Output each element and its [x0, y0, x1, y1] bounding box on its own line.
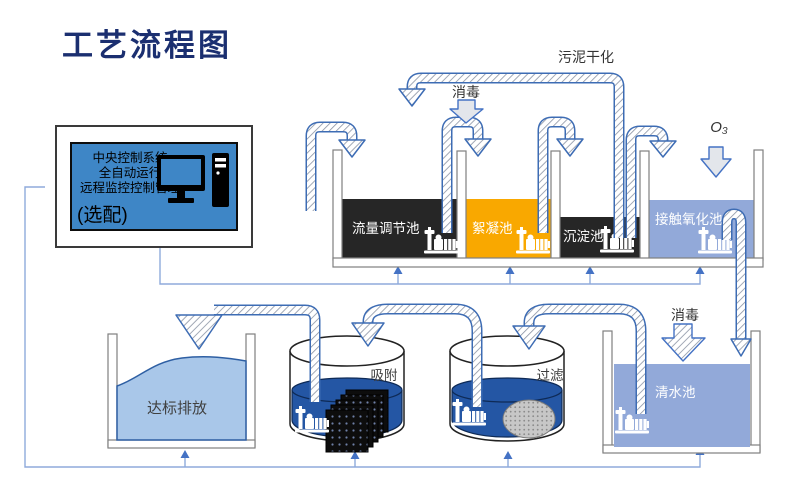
- sludge-drying-label: 污泥干化: [558, 49, 614, 65]
- signal-arrow-adsorption: [350, 451, 360, 459]
- control-line-1: 中央控制系统: [92, 151, 168, 165]
- pipe-filtration-to-adsorption: [351, 303, 483, 407]
- adsorption-label: 吸附: [371, 368, 398, 383]
- pipes: [175, 72, 752, 414]
- assembly-wall-left: [332, 149, 343, 261]
- flow-regulation-label: 流量调节池: [352, 221, 420, 236]
- cleanwater-wall-left: [602, 330, 613, 453]
- page-title: 工艺流程图: [62, 28, 232, 63]
- carbon-blocks: [325, 389, 389, 453]
- filter-media: [502, 399, 556, 439]
- assembly-bottom: [332, 257, 764, 268]
- pipe-tank2-to-tank3: [537, 116, 584, 233]
- adsorption-rim: [289, 335, 405, 367]
- signal-line-upper: [159, 248, 701, 285]
- cleanwater-water: [614, 364, 750, 447]
- filtration-tank: 过滤: [449, 335, 565, 442]
- control-signal-lines: [24, 186, 705, 468]
- discharge-water: [116, 356, 247, 441]
- pipe-sludge-drying: [398, 72, 625, 238]
- pipe-cleanwater-to-filtration: [512, 303, 647, 414]
- disinfect-top-label: 消毒: [452, 84, 480, 100]
- filtration-rim: [449, 335, 565, 367]
- assembly-divider-2: [550, 150, 561, 260]
- ozone-arrow-icon: [700, 146, 732, 178]
- sedimentation-label: 沉淀池: [563, 229, 604, 244]
- discharge-label: 达标排放: [147, 400, 207, 417]
- main-tank-assembly: 流量调节池 絮凝池 沉淀池 接触氧化池: [332, 149, 764, 268]
- pipe-tank3-to-tank4: [625, 125, 677, 238]
- adsorption-tank: 吸附: [289, 335, 405, 453]
- control-box-text: 中央控制系统 全自动运行 远程监控控制管理: [74, 151, 186, 195]
- signal-arrow-filtration: [503, 451, 513, 459]
- assembly-divider-3: [639, 150, 650, 260]
- pipe-raw-inlet: [305, 121, 366, 211]
- control-line-3: 远程监控控制管理: [79, 180, 180, 195]
- signal-arrow-tank4: [695, 266, 705, 274]
- assembly-wall-right: [753, 149, 764, 261]
- cleanwater-wall-right: [750, 330, 761, 453]
- pipe-tank4-to-cleanwater: [721, 208, 752, 357]
- signal-arrow-tank1: [393, 266, 403, 274]
- contact-oxidation-label: 接触氧化池: [655, 211, 723, 227]
- disinfect-bottom-arrow-icon: [661, 323, 706, 362]
- discharge-tank: 达标排放: [107, 333, 256, 449]
- control-optional-label: (选配): [77, 205, 128, 226]
- control-line-2: 全自动运行: [98, 165, 162, 180]
- discharge-wall-bottom: [107, 439, 256, 449]
- disinfect-top-arrow-icon: [449, 99, 484, 124]
- computer-icon: [157, 153, 229, 207]
- control-box-panel: 中央控制系统 全自动运行 远程监控控制管理 (选配): [70, 142, 238, 231]
- ozone-label: O₃: [710, 119, 728, 136]
- annotations: 污泥干化 消毒 O₃ 消毒: [449, 49, 732, 362]
- signal-line-bottom-branches: [184, 452, 509, 467]
- cleanwater-label: 清水池: [655, 385, 696, 400]
- disinfect-bottom-label: 消毒: [671, 307, 699, 323]
- control-box: 中央控制系统 全自动运行 远程监控控制管理 (选配): [55, 125, 253, 248]
- signal-arrow-tank3: [585, 266, 595, 274]
- flocculation-label: 絮凝池: [472, 220, 513, 236]
- filtration-label: 过滤: [537, 368, 565, 383]
- pipe-tank1-to-tank2: [441, 116, 492, 233]
- signal-arrow-tank2: [505, 266, 515, 274]
- signal-line-upper-branches: [397, 268, 591, 284]
- assembly-divider-1: [456, 150, 467, 260]
- discharge-wall-right: [245, 333, 256, 448]
- signal-line-bottom: [24, 186, 701, 468]
- pipe-adsorption-to-discharge: [175, 304, 321, 402]
- signal-arrow-discharge: [180, 450, 190, 458]
- discharge-wall-left: [107, 333, 118, 448]
